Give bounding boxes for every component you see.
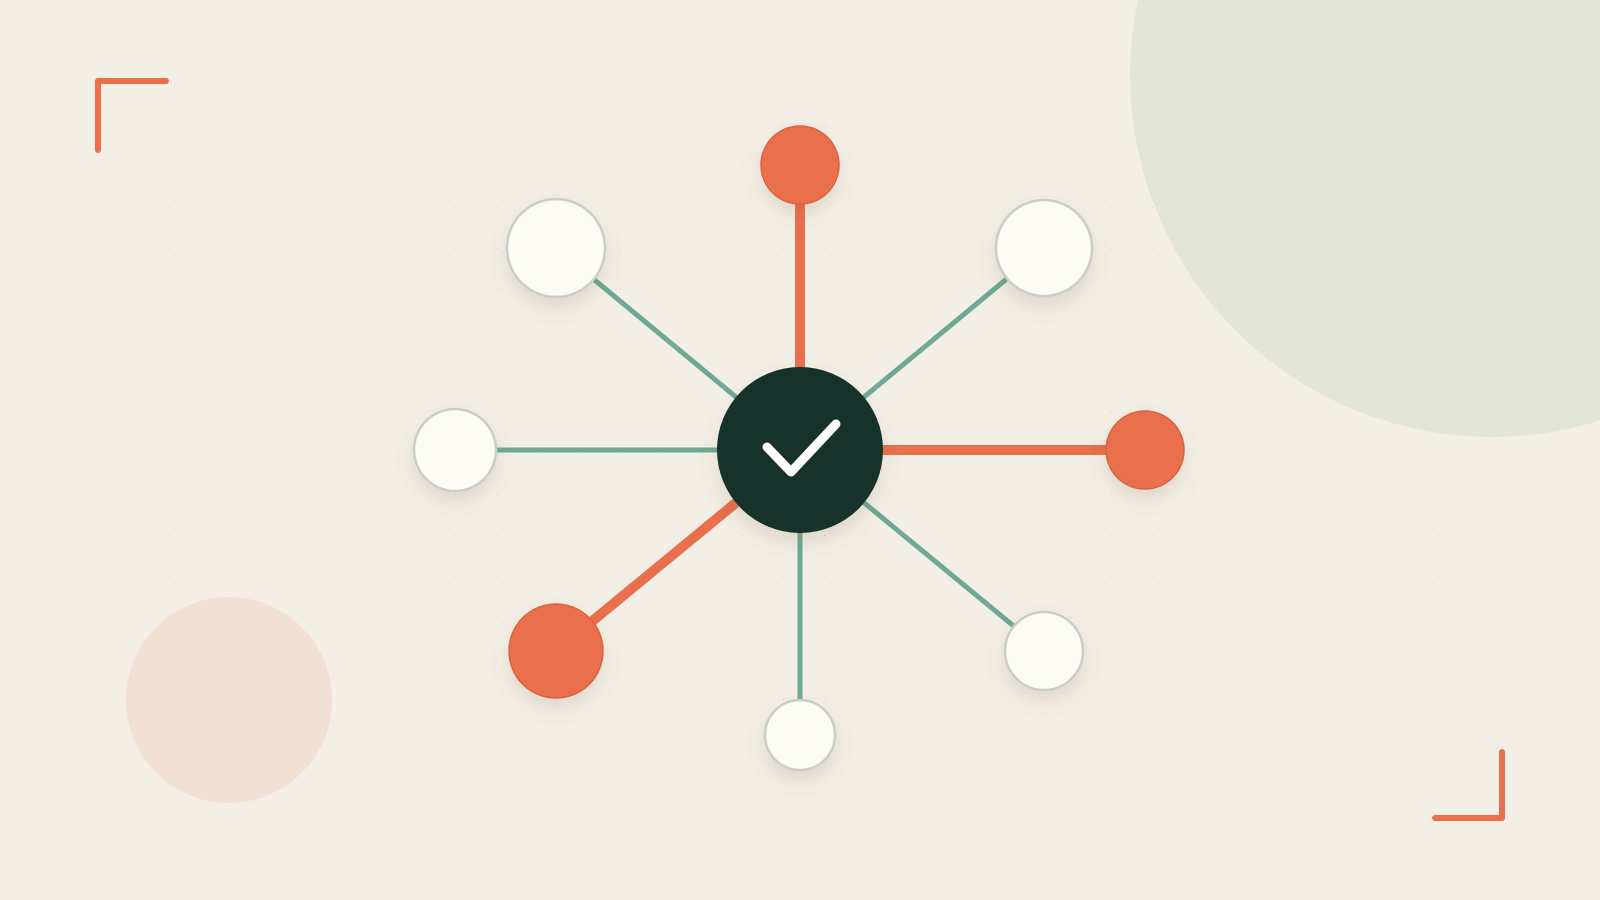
spoke-north-node	[760, 125, 840, 205]
spoke-east-node	[1105, 410, 1185, 490]
corner-bracket-top-left-icon	[95, 78, 169, 153]
spoke-west-node	[412, 407, 498, 493]
spoke-north-west-node	[505, 197, 607, 299]
spoke-north-east-node	[994, 198, 1094, 298]
corner-bracket-bottom-right-icon	[1432, 749, 1505, 821]
spoke-nodes	[412, 125, 1185, 772]
check-icon	[762, 419, 841, 477]
hub-circle	[717, 367, 883, 533]
spoke-south-east-node	[1003, 610, 1085, 692]
spoke-south-west-node	[508, 603, 604, 699]
spoke-south-node	[763, 698, 837, 772]
hub	[717, 367, 883, 533]
